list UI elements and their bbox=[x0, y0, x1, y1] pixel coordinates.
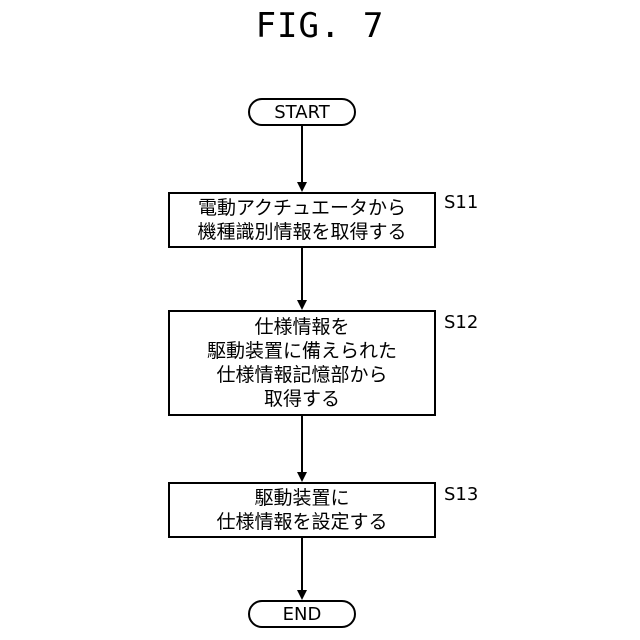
step-label-s13: S13 bbox=[444, 484, 478, 506]
s12-text-line-1: 仕様情報を bbox=[254, 315, 349, 339]
s11-text-line-1: 電動アクチュエータから bbox=[198, 196, 406, 220]
end-label: END bbox=[283, 604, 322, 625]
process-box-s13: 駆動装置に 仕様情報を設定する bbox=[168, 482, 436, 538]
start-label: START bbox=[274, 102, 330, 123]
start-terminal: START bbox=[248, 98, 356, 126]
s13-text-line-2: 仕様情報を設定する bbox=[216, 510, 387, 534]
s12-text-line-3: 仕様情報記憶部から bbox=[216, 363, 387, 387]
process-box-s12: 仕様情報を 駆動装置に備えられた 仕様情報記憶部から 取得する bbox=[168, 310, 436, 416]
end-terminal: END bbox=[248, 600, 356, 628]
s12-text-line-4: 取得する bbox=[264, 387, 340, 411]
s13-text-line-1: 駆動装置に bbox=[254, 486, 349, 510]
step-label-s11: S11 bbox=[444, 192, 478, 214]
s12-text-line-2: 駆動装置に備えられた bbox=[207, 339, 397, 363]
process-box-s11: 電動アクチュエータから 機種識別情報を取得する bbox=[168, 192, 436, 248]
step-label-s12: S12 bbox=[444, 312, 478, 334]
s11-text-line-2: 機種識別情報を取得する bbox=[197, 220, 406, 244]
